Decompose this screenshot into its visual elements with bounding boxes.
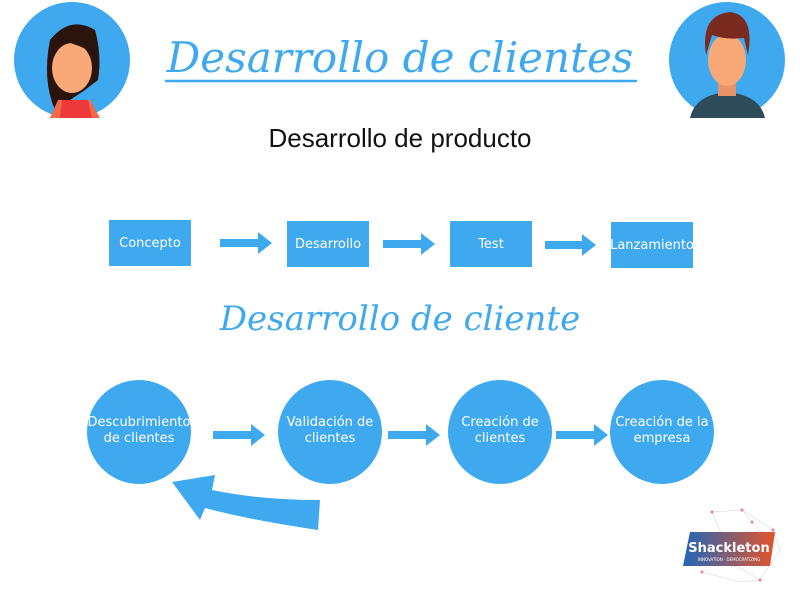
arrow — [383, 233, 435, 255]
loop-back-arrow — [172, 475, 320, 530]
arrow — [213, 424, 265, 446]
page-title: Desarrollo de clientes — [166, 33, 634, 82]
shackleton-logo: Shackleton INNOVATION · DEMOCRATIZING — [683, 508, 781, 583]
svg-text:INNOVATION · DEMOCRATIZING: INNOVATION · DEMOCRATIZING — [698, 557, 760, 562]
product-step-label: Desarrollo — [295, 237, 361, 252]
customer-step-label: Validación de — [287, 415, 374, 430]
product-step-box: Test — [450, 221, 532, 267]
arrow — [556, 424, 608, 446]
customer-step-label: Descubrimiento — [88, 415, 191, 430]
customer-step-label: Creación de la — [615, 415, 708, 430]
arrow — [545, 234, 596, 256]
avatar-woman — [14, 2, 130, 118]
customer-step-label: de clientes — [104, 431, 175, 446]
arrow — [220, 232, 272, 254]
avatar-man — [669, 2, 785, 118]
product-step-box: Lanzamiento — [610, 222, 694, 268]
customer-title: Desarrollo de cliente — [219, 299, 580, 339]
product-step-label: Test — [477, 237, 504, 252]
product-step-box: Desarrollo — [287, 221, 369, 267]
product-subtitle: Desarrollo de producto — [268, 123, 531, 153]
product-step-box: Concepto — [109, 220, 191, 266]
product-step-label: Lanzamiento — [610, 238, 694, 253]
customer-step-label: clientes — [475, 431, 526, 446]
svg-text:Shackleton: Shackleton — [688, 541, 769, 556]
customer-step-label: clientes — [305, 431, 356, 446]
arrow — [388, 424, 440, 446]
customer-step-label: Creación de — [461, 415, 538, 430]
customer-step-label: empresa — [634, 431, 691, 446]
product-step-label: Concepto — [119, 236, 181, 251]
